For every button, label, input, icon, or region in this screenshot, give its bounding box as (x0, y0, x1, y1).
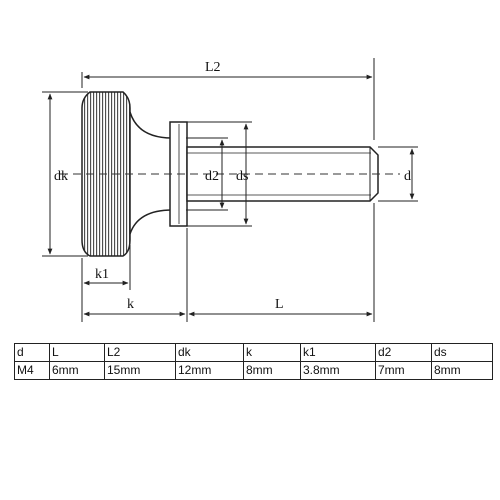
header-cell: L2 (104, 343, 176, 362)
value-cell: 3.8mm (300, 361, 376, 380)
header-cell: ds (431, 343, 493, 362)
header-cell: k1 (300, 343, 376, 362)
table-row: M4 6mm 15mm 12mm 8mm 3.8mm 7mm 8mm (14, 361, 493, 380)
value-cell: 7mm (375, 361, 432, 380)
label-d2: d2 (205, 169, 219, 184)
l2-dimension (81, 58, 375, 140)
k1-dimension (81, 245, 131, 290)
head-neck (129, 111, 173, 235)
header-cell: k (243, 343, 301, 362)
spec-table: d L L2 dk k k1 d2 ds M4 6mm 15mm 12mm 8m… (14, 343, 493, 380)
dk-dimension (42, 91, 88, 257)
label-l2: L2 (205, 60, 221, 75)
value-cell: 15mm (104, 361, 176, 380)
thumb-screw-drawing: L2 dk d2 ds d k1 k L (42, 58, 418, 322)
value-cell: 8mm (431, 361, 493, 380)
value-cell: M4 (14, 361, 50, 380)
value-cell: 8mm (243, 361, 301, 380)
label-d: d (404, 169, 411, 184)
header-cell: dk (175, 343, 244, 362)
ds-dimension (186, 121, 252, 227)
value-cell: 12mm (175, 361, 244, 380)
header-cell: d2 (375, 343, 432, 362)
value-cell: 6mm (49, 361, 105, 380)
label-dk: dk (54, 169, 68, 184)
header-cell: L (49, 343, 105, 362)
d-dimension (378, 146, 418, 202)
label-l: L (275, 297, 284, 312)
table-header-row: d L L2 dk k k1 d2 ds (14, 343, 493, 362)
k-l-dimension (81, 203, 375, 322)
label-k1: k1 (95, 267, 109, 282)
label-ds: ds (236, 169, 248, 184)
label-k: k (127, 297, 134, 312)
header-cell: d (14, 343, 50, 362)
d2-dimension (186, 137, 228, 211)
